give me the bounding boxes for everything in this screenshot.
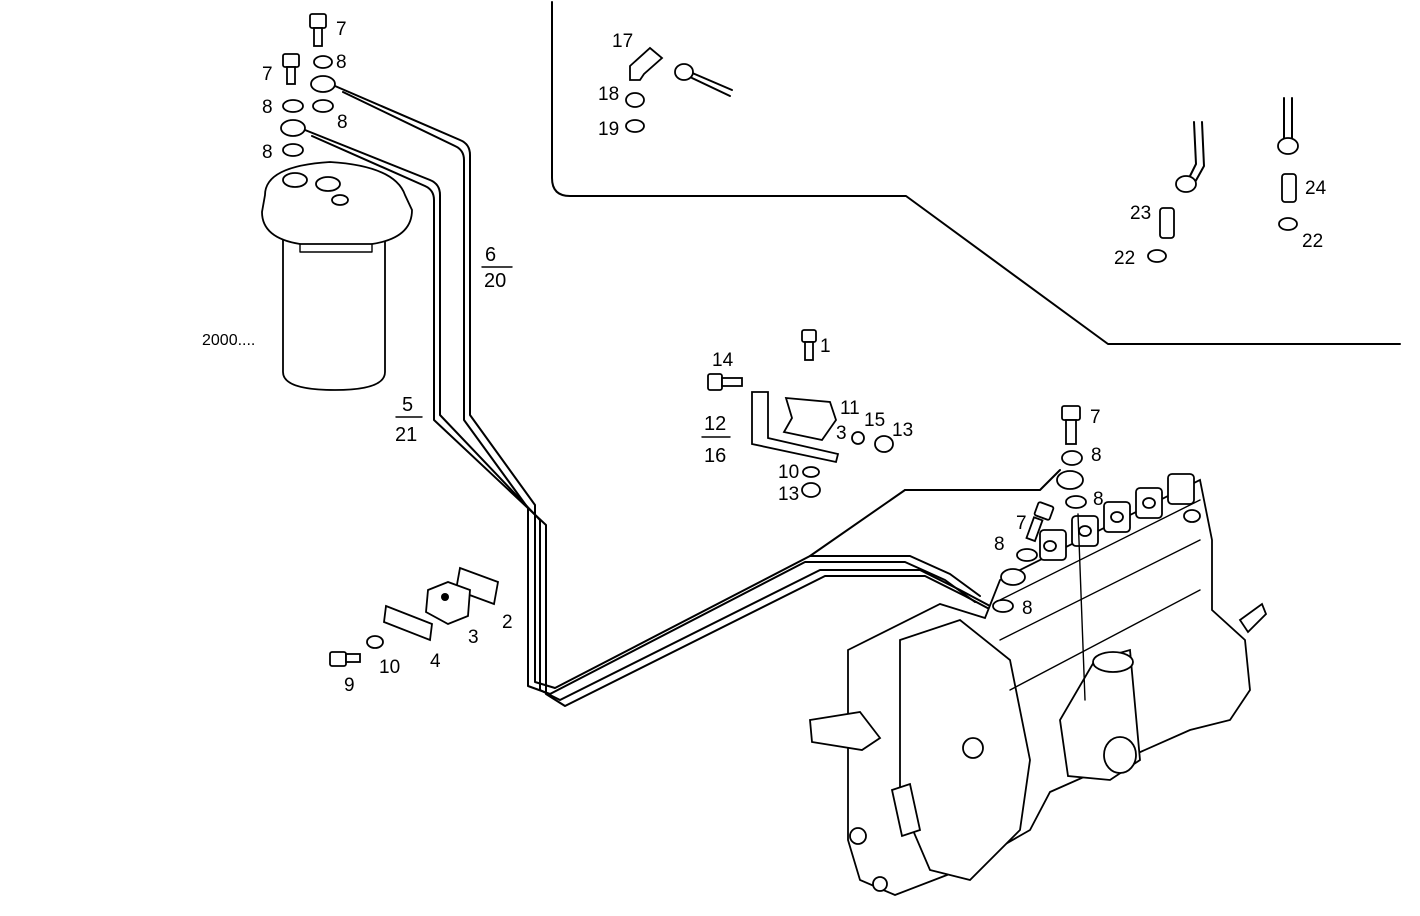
- callout-8: 8: [336, 52, 347, 73]
- callout-14: 14: [712, 350, 734, 371]
- callout-22: 22: [1302, 231, 1323, 252]
- callout-11: 11: [840, 398, 860, 419]
- pipe-clamp-parts: [329, 566, 500, 667]
- injection-pump: [809, 473, 1268, 896]
- callout-13: 13: [778, 484, 799, 505]
- filter-banjo-bolts: [280, 13, 336, 157]
- inset-boundary: [551, 1, 1401, 345]
- callout-8: 8: [262, 97, 273, 118]
- inset-parts: [625, 46, 1299, 263]
- callout-8: 8: [994, 534, 1005, 555]
- callout-1: 1: [820, 336, 831, 357]
- callout-18: 18: [598, 84, 619, 105]
- callout-8: 8: [262, 142, 273, 163]
- callout-10: 10: [778, 462, 799, 483]
- fuel-pipes: [304, 85, 1061, 707]
- callout-23: 23: [1130, 203, 1151, 224]
- fraction-5-21-top: 5: [402, 394, 413, 416]
- callout-17: 17: [612, 31, 633, 52]
- callout-4: 4: [430, 651, 441, 672]
- callout-24: 24: [1305, 178, 1327, 199]
- callout-15: 15: [864, 410, 885, 431]
- pump-fittings: [992, 405, 1087, 613]
- callout-7: 7: [1016, 513, 1027, 534]
- fraction-12-16-top: 12: [704, 413, 726, 435]
- callout-19: 19: [598, 119, 619, 140]
- callout-8: 8: [337, 112, 348, 133]
- callout-7: 7: [1090, 407, 1101, 428]
- callout-8: 8: [1091, 445, 1102, 466]
- callout-8: 8: [1093, 489, 1104, 510]
- fraction-12-16-bottom: 16: [704, 445, 726, 467]
- fraction-6-20-bottom: 20: [484, 270, 506, 292]
- callout-8: 8: [1022, 598, 1033, 619]
- reference-label: 2000....: [202, 332, 255, 349]
- callout-13: 13: [892, 420, 913, 441]
- callout-9: 9: [344, 675, 355, 696]
- fraction-6-20-top: 6: [485, 244, 496, 266]
- fuel-filter: [261, 161, 413, 391]
- fraction-5-21-bottom: 21: [395, 424, 417, 446]
- callout-22: 22: [1114, 248, 1135, 269]
- callout-3: 3: [836, 423, 847, 444]
- callout-2: 2: [502, 612, 513, 633]
- bracket-parts: [707, 329, 894, 498]
- callout-10: 10: [379, 657, 400, 678]
- callout-3: 3: [468, 627, 479, 648]
- callout-numbers: 7 8 7 8 8 8 17 18 19 23 22 24 22 1 14 11…: [202, 19, 1327, 696]
- callout-7: 7: [262, 64, 273, 85]
- callout-7: 7: [336, 19, 347, 40]
